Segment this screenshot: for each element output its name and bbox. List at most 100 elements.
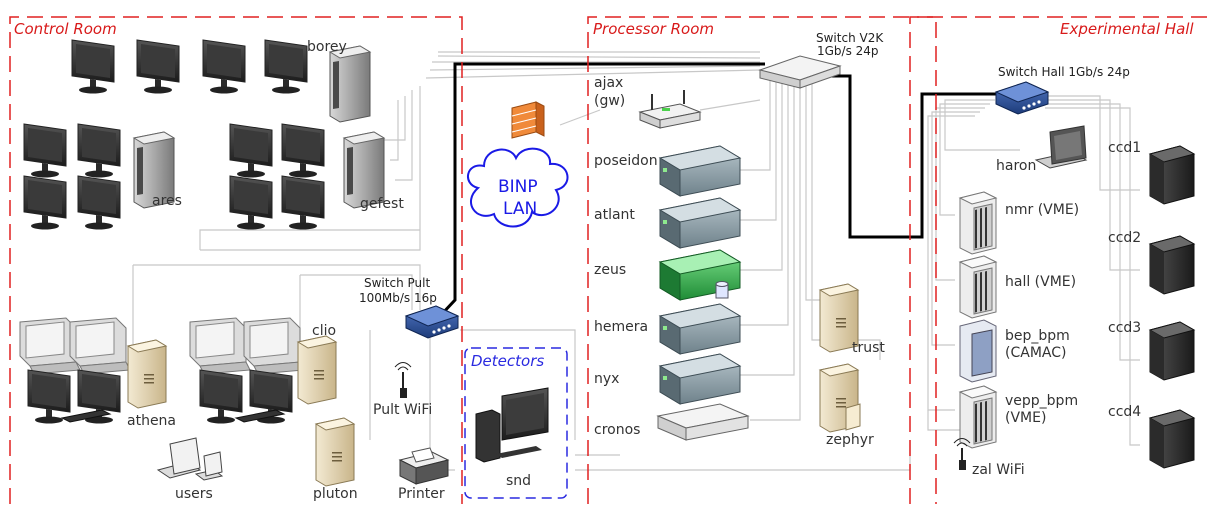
cable [750,80,801,421]
cable [390,100,399,161]
cloud-label-1: BINP [498,177,538,197]
database-icon [715,281,729,299]
cable [1045,99,1140,271]
monitor-icon [202,39,246,94]
monitor-icon [27,369,71,424]
crt-monitor-icon [69,317,131,375]
borey-tower-icon [329,45,371,123]
cable [939,103,990,216]
switch-hall-icon [995,81,1049,115]
vepp-bpm-label-2: (VME) [1005,410,1046,426]
cable [699,99,761,111]
cable [931,111,980,346]
monitor-icon [71,39,115,94]
monitor-icon [264,39,308,94]
pult-wifi-label: Pult WiFi [373,402,432,418]
ares-label: ares [152,193,182,209]
trust-label: trust [852,340,885,356]
cable [437,55,761,59]
poseidon-server-icon [659,145,741,197]
cable [927,410,960,431]
cable [395,90,413,181]
wifi-antenna-icon [394,362,412,398]
haron-label: haron [996,158,1036,174]
switch-v2k-label-1: Switch V2K [816,31,884,45]
hemera-server-icon [659,303,741,355]
cable [200,86,421,251]
nyx-server-icon [659,353,741,405]
cable [425,69,761,79]
detectors-title: Detectors [471,352,544,370]
pluton-tower-icon [315,417,355,487]
ccd4-box-icon [1149,409,1195,469]
switch-pult-label-2: 100Mb/s 16p [359,291,437,305]
room-borders [9,16,1209,504]
switch-pult-label-1: Switch Pult [364,276,430,290]
processor-room-title: Processor Room [593,20,714,38]
bep-bpm-label-1: bep_bpm [1005,328,1070,344]
atlant-label: atlant [594,207,635,223]
crt-monitor-icon [243,317,305,375]
haron-laptop-icon [1034,125,1088,169]
zal-wifi-label: zal WiFi [972,462,1025,478]
monitor-icon [199,369,243,424]
backbone-links [438,62,1000,318]
cable [944,99,1020,151]
ccd3-box-icon [1149,321,1195,381]
users-label: users [175,486,213,502]
cable [805,80,820,301]
processor-room-border [587,16,937,504]
monitor-icon [229,175,273,230]
ccd1-box-icon [1149,145,1195,205]
cable [460,329,576,440]
cronos-label: cronos [594,422,640,438]
experimental-hall-border [909,16,1209,504]
ccd4-label: ccd4 [1108,404,1141,420]
control-room-border [9,16,463,504]
binp-lan-cloud: BINP LAN [467,147,569,228]
cable [429,330,455,471]
switch-v2k-label-2: 1Gb/s 24p [817,44,879,58]
laptop-icon [156,437,224,481]
vepp-bpm-label-1: vepp_bpm [1005,393,1078,409]
ccd2-box-icon [1149,235,1195,295]
clio-label: clio [312,323,336,339]
zephyr-label: zephyr [826,432,874,448]
monitor-icon [77,123,121,178]
control-room-title: Control Room [14,20,117,38]
printer-label: Printer [398,486,445,502]
cable [133,264,421,310]
monitor-icon [77,175,121,230]
borey-label: borey [307,39,347,55]
cable [1045,107,1140,446]
detectors-border [464,347,568,499]
clio-tower-icon [297,335,337,405]
cable [300,274,413,310]
athena-tower-icon [127,339,167,409]
switch-v2k-icon [758,55,842,89]
monitor-icon [23,175,67,230]
nyx-label: nyx [594,371,619,387]
cable [740,80,789,326]
gefest-label: gefest [360,196,404,212]
backbone-pult-v2k [438,62,765,318]
nmr-vme-icon [959,191,997,255]
crt-monitor-icon [189,317,251,375]
wifi-antenna-icon [953,438,971,470]
cable [199,229,420,250]
bep-bpm-camac-icon [959,319,997,383]
cable [429,65,761,71]
ajax-router-icon [638,90,702,129]
cable [740,80,795,376]
cable [740,80,771,171]
ajax-label-1: ajax [594,75,623,91]
zephyr-disk-icon [845,403,861,431]
experimental-hall-title: Experimental Hall [1060,20,1194,38]
vepp-bpm-vme-icon [959,385,997,449]
ccd2-label: ccd2 [1108,230,1141,246]
snd-workstation-icon [475,387,549,463]
cloud-label-2: LAN [503,199,537,219]
athena-label: athena [127,413,176,429]
